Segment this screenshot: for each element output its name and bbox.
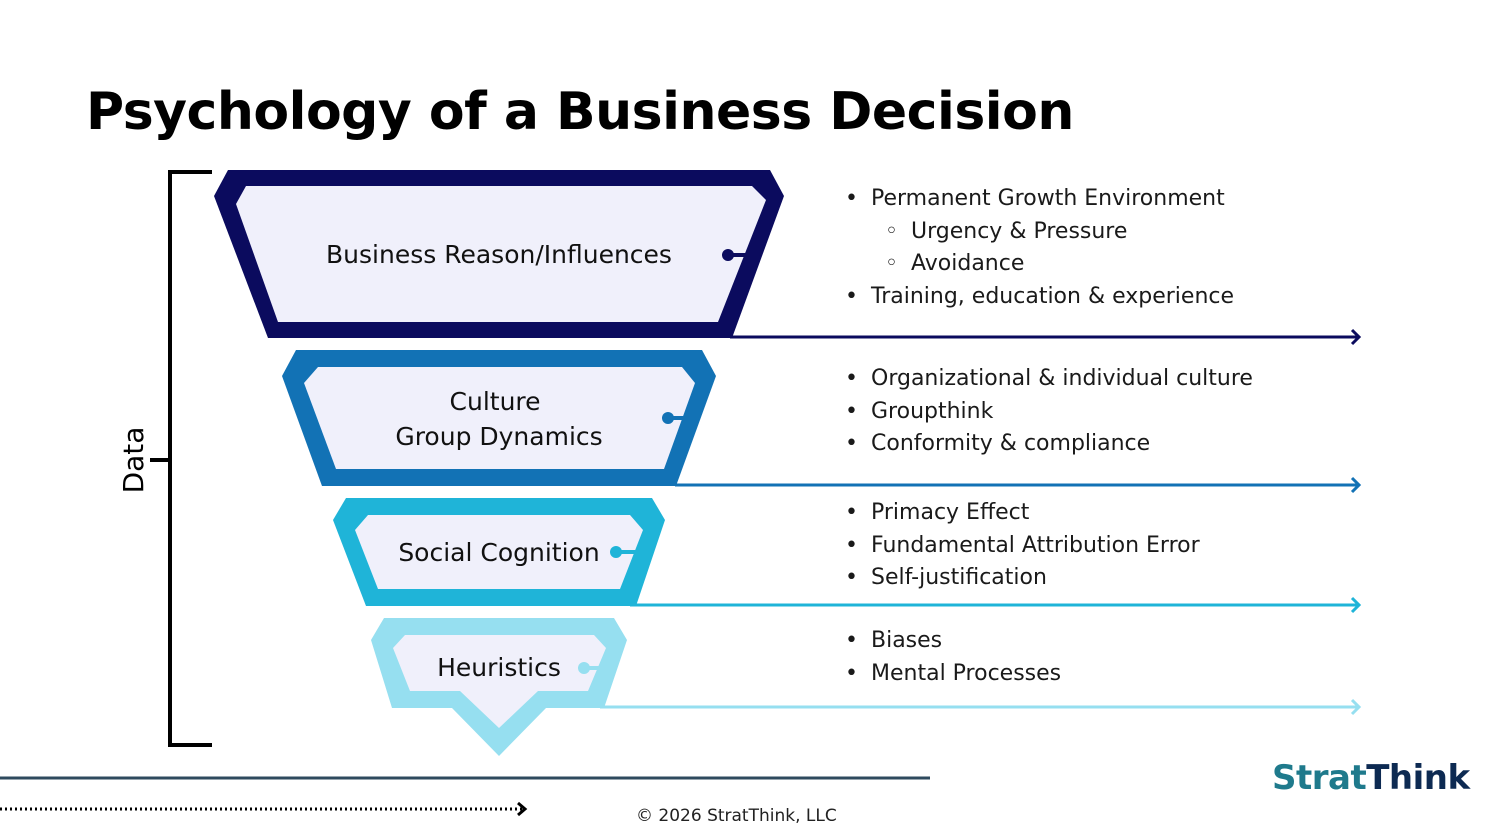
level-2-connector-dot [662, 412, 674, 424]
page-title: Psychology of a Business Decision [86, 82, 1074, 142]
level-2-label: Culture Group Dynamics [395, 387, 602, 451]
bullet-item: Biases [845, 625, 1061, 658]
level-1-inner [236, 186, 766, 322]
level-2-inner [304, 367, 695, 469]
bullet-item: Training, education & experience [845, 281, 1234, 314]
logo-part-think: Think [1366, 758, 1470, 798]
level-4-label: Heuristics [437, 653, 561, 682]
bullet-item: Conformity & compliance [845, 428, 1253, 461]
level-2-label-line-2: Group Dynamics [395, 422, 602, 451]
level-1-arrow-head [1350, 328, 1362, 346]
level-3-connector-dot [610, 546, 622, 558]
level-1-bullets: Permanent Growth Environment Urgency & P… [845, 183, 1234, 313]
level-3-inner [355, 515, 643, 589]
level-1-connector-dot [722, 249, 734, 261]
bullet-item: Primacy Effect [845, 497, 1200, 530]
level-2-arrow-head [1350, 476, 1362, 494]
bracket-label: Data [117, 427, 150, 494]
bullet-item: Mental Processes [845, 658, 1061, 691]
level-3-bullets: Primacy Effect Fundamental Attribution E… [845, 497, 1200, 595]
bullet-item: Fundamental Attribution Error [845, 530, 1200, 563]
bullet-item: Groupthink [845, 396, 1253, 429]
level-2-label-line-1: Culture [450, 387, 541, 416]
sub-bullet-item: Avoidance [845, 248, 1234, 281]
level-4-bullets: Biases Mental Processes [845, 625, 1061, 690]
level-1-label: Business Reason/Influences [326, 240, 672, 269]
copyright-footer: © 2026 StratThink, LLC [636, 806, 837, 826]
level-3-label: Social Cognition [398, 538, 599, 567]
stratthink-logo: StratThink [1272, 758, 1470, 798]
level-4-connector-dot [578, 662, 590, 674]
bullet-item: Organizational & individual culture [845, 363, 1253, 396]
level-4-inner [393, 635, 606, 728]
level-1-label-line: Business Reason/Influences [326, 240, 672, 269]
level-2-bullets: Organizational & individual culture Grou… [845, 363, 1253, 461]
bullet-item: Self-justification [845, 562, 1200, 595]
bottom-dotted-arrow-head [517, 801, 528, 817]
sub-bullet-item: Urgency & Pressure [845, 216, 1234, 249]
level-4-arrow-head [1350, 698, 1362, 716]
level-4-label-line: Heuristics [437, 653, 561, 682]
level-3-arrow-head [1350, 596, 1362, 614]
level-3-label-line: Social Cognition [398, 538, 599, 567]
logo-part-strat: Strat [1272, 758, 1367, 798]
data-bracket [168, 170, 212, 747]
bullet-item: Permanent Growth Environment [845, 183, 1234, 216]
